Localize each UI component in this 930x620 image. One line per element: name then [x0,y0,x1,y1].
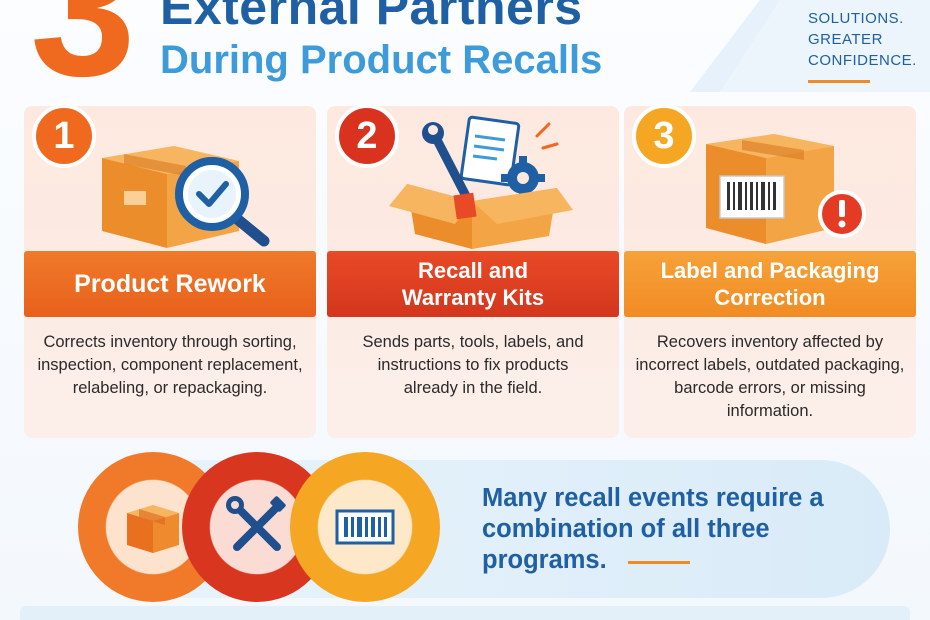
alert-icon [818,190,866,238]
card-product-rework: 1 Product Rework Corrects inventory thro… [24,104,316,438]
card-1-number-badge: 1 [32,104,96,168]
card-2-illustration [389,115,573,249]
card-2-title: Recall and Warranty Kits [327,251,619,317]
tagline: SOLUTIONS. GREATER CONFIDENCE. [808,8,917,71]
tagline-divider [808,80,870,83]
page-title: External Partners [160,0,583,35]
card-1-illustration [102,146,270,248]
card-3-title: Label and Packaging Correction [624,251,916,317]
card-3-number-badge: 3 [632,104,696,168]
magnifier-check-icon [175,157,270,247]
combo-ring-labels [290,452,440,602]
spark-lines [535,122,559,150]
card-2-number-badge: 2 [335,104,399,168]
card-label-packaging-correction: 3 Label and Packaging Correction Recover… [624,104,916,438]
document-icon [459,115,521,187]
card-1-title: Product Rework [24,251,316,317]
tagline-panel [690,0,930,92]
card-3-title-text: Label and Packaging Correction [660,258,880,310]
big-number: 3 [30,0,136,80]
tagline-line-2: GREATER [808,31,883,48]
tagline-line-3: CONFIDENCE. [808,52,917,69]
tools-icon [226,496,286,551]
footer-band [20,606,910,620]
open-box-icon [389,184,573,249]
package-icon [127,505,179,553]
combination-divider [628,561,690,564]
wrench-icon [422,122,472,203]
combination-statement: Many recall events require a combination… [482,484,824,574]
card-2-title-text: Recall and Warranty Kits [401,258,545,310]
card-3-description: Recovers inventory affected by incorrect… [635,333,905,420]
card-1-description: Corrects inventory through sorting, insp… [37,333,303,397]
page-subtitle: During Product Recalls [160,38,603,82]
barcode-icon [335,509,395,545]
barcode-icon [719,175,785,219]
card-2-description: Sends parts, tools, labels, and instruct… [362,333,584,397]
card-3-illustration [706,134,866,244]
tagline-line-1: SOLUTIONS. [808,10,904,27]
card-recall-warranty-kits: 2 Recall and Warranty Kits Sends parts, … [327,104,619,438]
big-number-graphic: 3 [30,0,136,80]
